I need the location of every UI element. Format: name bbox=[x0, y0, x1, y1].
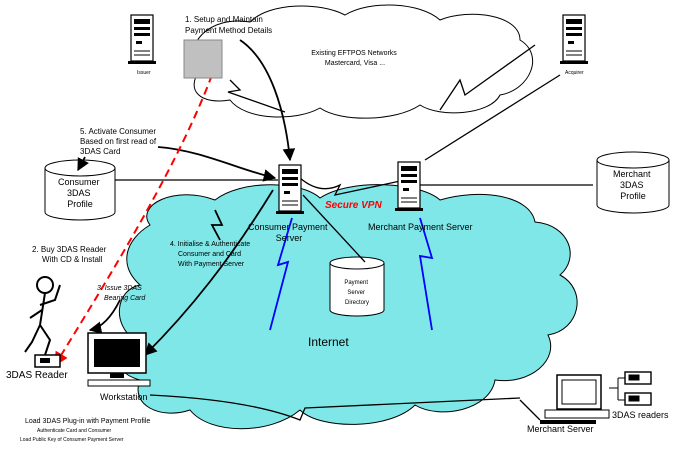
consumer-figure-icon bbox=[24, 276, 61, 356]
merchant-server-label: Merchant Payment Server bbox=[368, 222, 473, 232]
consumer-server-label: Consumer Payment Server bbox=[248, 222, 330, 243]
merchant-payment-server-icon bbox=[394, 161, 424, 212]
merchant-pc-icon bbox=[540, 374, 610, 424]
payment-card-icon bbox=[183, 39, 223, 79]
network-links bbox=[115, 44, 593, 421]
step1-label: 1. Setup and Maintain Payment Method Det… bbox=[185, 15, 272, 35]
zigzag-links bbox=[210, 209, 224, 241]
consumer-profile-database bbox=[44, 159, 116, 221]
payment-directory-database bbox=[329, 256, 385, 317]
step5-label: 5. Activate Consumer Based on first read… bbox=[80, 127, 158, 156]
readers-label: 3DAS readers bbox=[612, 410, 669, 420]
internet-label: Internet bbox=[308, 335, 349, 349]
payment-directory-label: Payment Server Directory bbox=[344, 280, 369, 306]
step2-label: 2. Buy 3DAS Reader With CD & Install bbox=[32, 245, 109, 264]
workstation-label: Workstation bbox=[100, 392, 147, 402]
consumer-profile-label: Consumer 3DAS Profile bbox=[58, 177, 102, 209]
eftpos-label: Existing EFTPOS Networks Mastercard, Vis… bbox=[311, 50, 399, 67]
process-arrows bbox=[77, 39, 296, 356]
eftpos-cloud bbox=[193, 4, 533, 119]
merchant-profile-label: Merchant 3DAS Profile bbox=[613, 169, 653, 201]
reader-label: 3DAS Reader bbox=[6, 370, 68, 381]
merchant-readers-icon bbox=[609, 371, 652, 406]
merchant-pc-label: Merchant Server bbox=[527, 424, 594, 434]
step3-label: 3. Issue 3DAS Bearing Card bbox=[97, 285, 146, 302]
issuer-label: Issuer bbox=[137, 70, 151, 76]
step4-label: 4. Initialise & Authenticate Consumer an… bbox=[170, 241, 252, 268]
load-plugin-label: Load 3DAS Plug-in with Payment Profile A… bbox=[20, 418, 152, 443]
secure-vpn-label: Secure VPN bbox=[325, 200, 382, 211]
merchant-profile-database bbox=[596, 151, 670, 214]
acquirer-label: Acquirer bbox=[565, 70, 584, 76]
wireless-links bbox=[269, 217, 434, 331]
3das-reader-icon bbox=[34, 354, 61, 368]
workstation-icon bbox=[87, 332, 151, 387]
consumer-payment-server-icon bbox=[275, 164, 305, 215]
issuer-server-icon bbox=[127, 14, 157, 65]
acquirer-server-icon bbox=[559, 14, 589, 65]
